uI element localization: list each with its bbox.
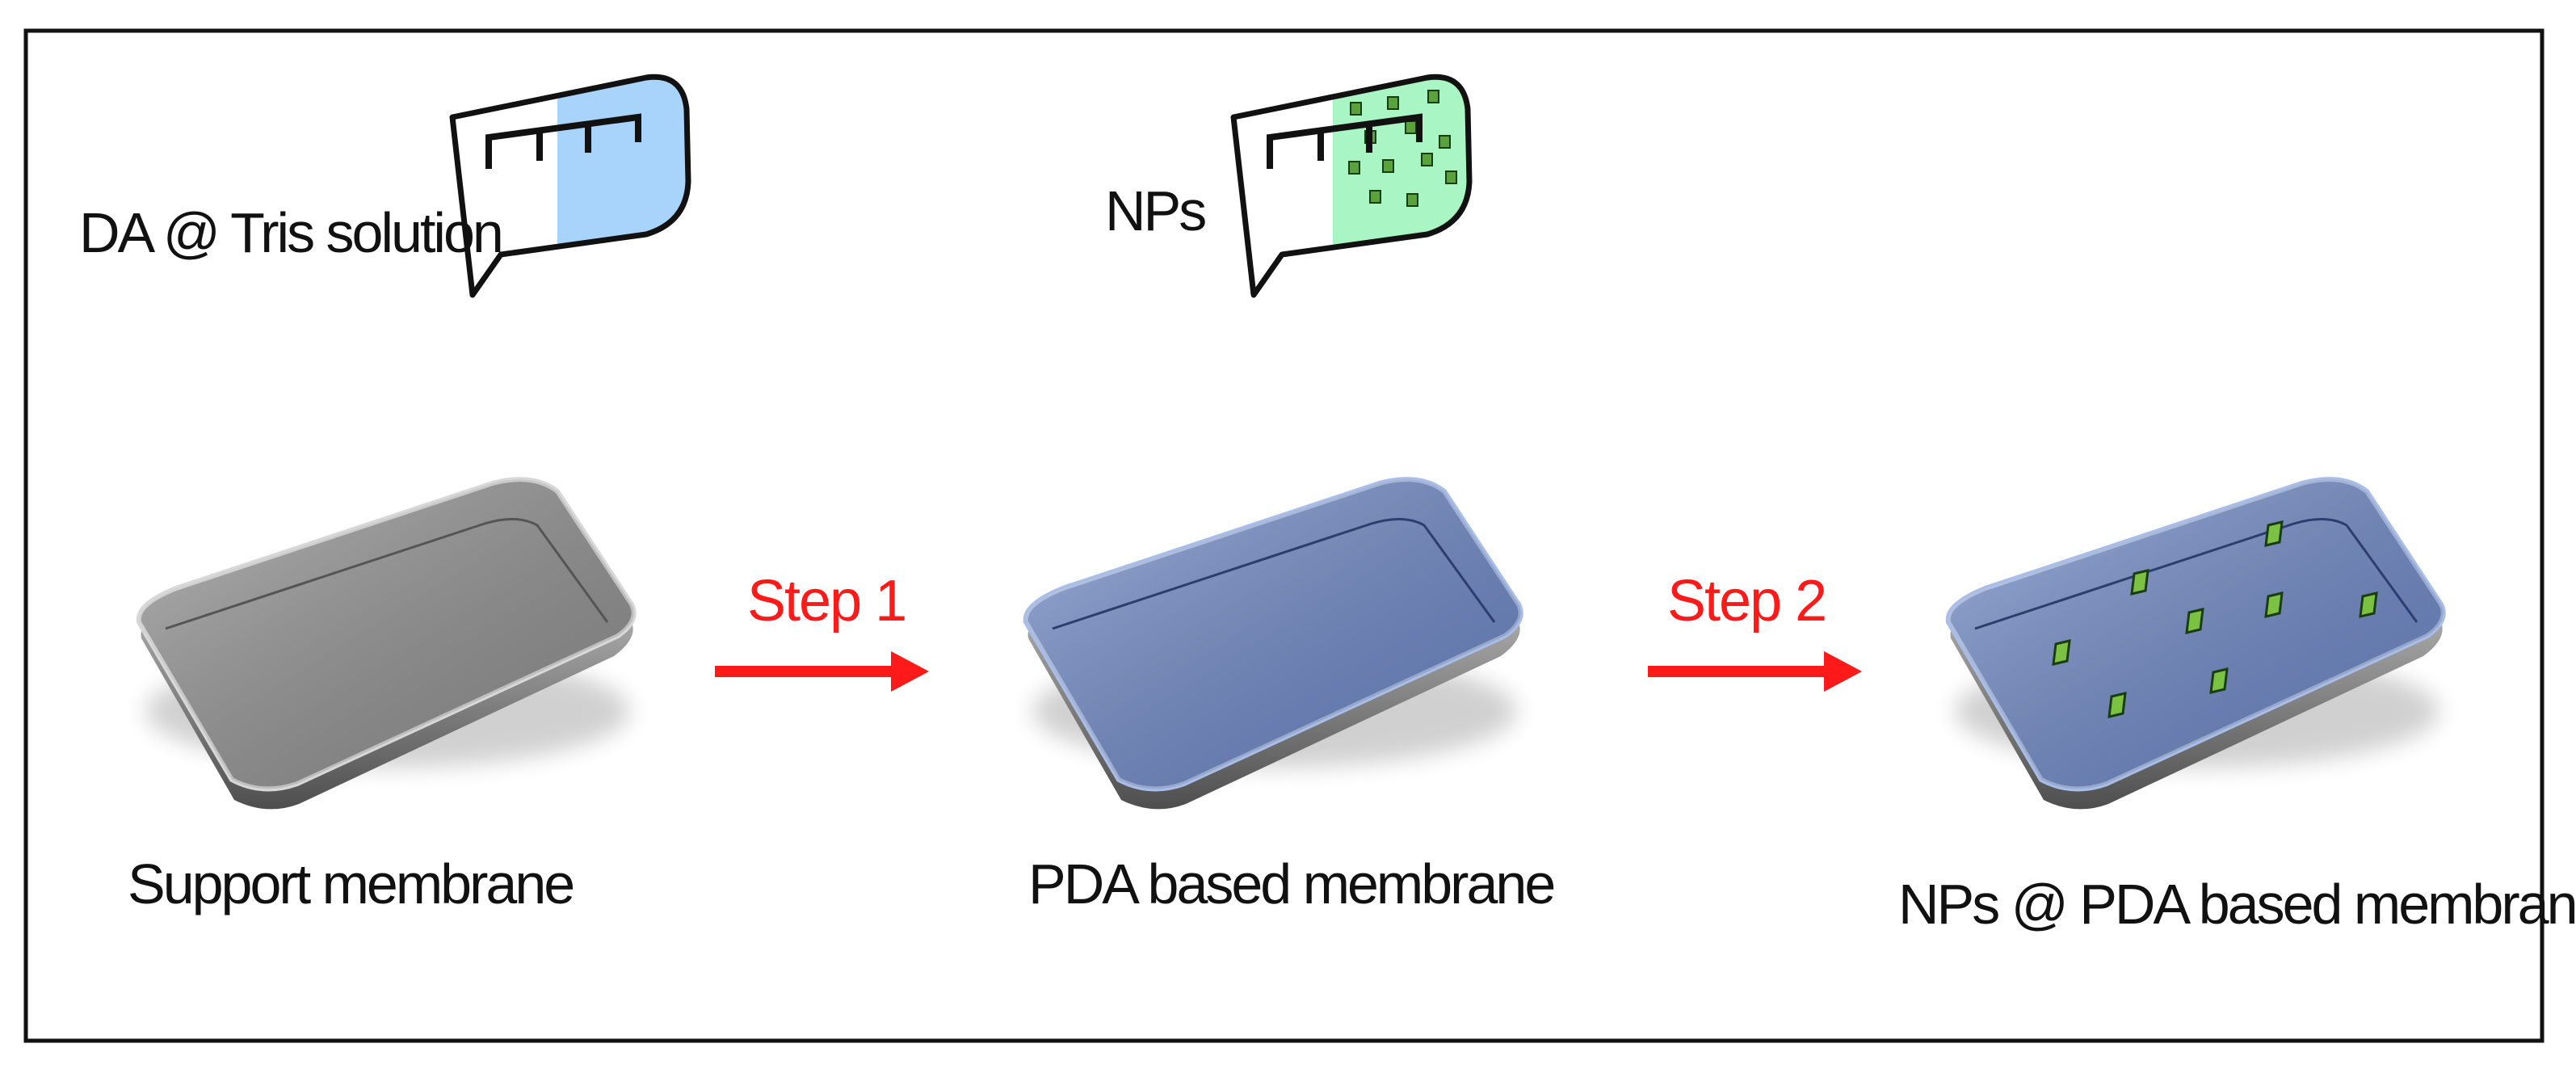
surface-highlight — [138, 479, 634, 789]
membrane-label-support: Support membrane — [128, 852, 573, 915]
nanoparticle — [1406, 193, 1418, 207]
arrow-head — [1824, 651, 1862, 692]
membrane-nps-pda — [1945, 477, 2446, 810]
speech-bubble-outline — [1230, 74, 1473, 298]
step-2-label: Step 2 — [1667, 569, 1826, 633]
reagent-label-nps: NPs — [1105, 179, 1205, 242]
reagent-label-da-tris: DA @ Tris solution — [79, 201, 502, 264]
inner-edge — [165, 517, 609, 630]
nanoparticle — [1348, 161, 1360, 175]
nanoparticle — [2107, 692, 2127, 718]
speech-bubble-outline — [449, 74, 691, 298]
nanoparticle — [2359, 591, 2378, 618]
nanoparticle — [1421, 153, 1433, 166]
arrow-shaft — [1648, 666, 1827, 677]
nanoparticle — [1439, 135, 1451, 149]
step-2-arrow — [1648, 651, 1862, 692]
outer-frame — [23, 28, 2544, 1043]
step-1-arrow — [715, 651, 929, 692]
inner-edge — [1974, 517, 2418, 630]
surface-highlight — [1025, 479, 1521, 789]
ruler-icon — [1267, 113, 1422, 169]
ruler-icon — [485, 113, 641, 169]
membrane-label-nps-pda: NPs @ PDA based membrane — [1898, 873, 2576, 936]
nanoparticle — [1350, 102, 1362, 116]
nanoparticle — [2264, 520, 2284, 547]
nanoparticle — [1405, 120, 1417, 134]
nanoparticle — [2264, 591, 2284, 618]
arrow-shaft — [715, 666, 894, 677]
nanoparticle — [1427, 90, 1439, 103]
step-1-label: Step 1 — [747, 569, 906, 633]
inner-edge — [1052, 517, 1496, 630]
surface-highlight — [1948, 479, 2444, 789]
nanoparticle — [1369, 190, 1381, 204]
nanoparticle — [2185, 608, 2204, 634]
membrane-support — [136, 477, 637, 810]
nanoparticle — [2052, 639, 2071, 666]
nanoparticle — [1382, 159, 1394, 173]
nanoparticle — [1387, 96, 1399, 110]
membrane-pda — [1023, 477, 1523, 810]
nanoparticle — [2130, 569, 2149, 596]
arrow-head — [891, 651, 929, 692]
nanoparticle — [2209, 667, 2229, 694]
reagent-bubble-nps — [1230, 74, 1473, 298]
nanoparticle — [1445, 170, 1457, 184]
nanoparticles-on-membrane — [2052, 520, 2378, 718]
membrane-label-pda: PDA based membrane — [1028, 852, 1553, 915]
